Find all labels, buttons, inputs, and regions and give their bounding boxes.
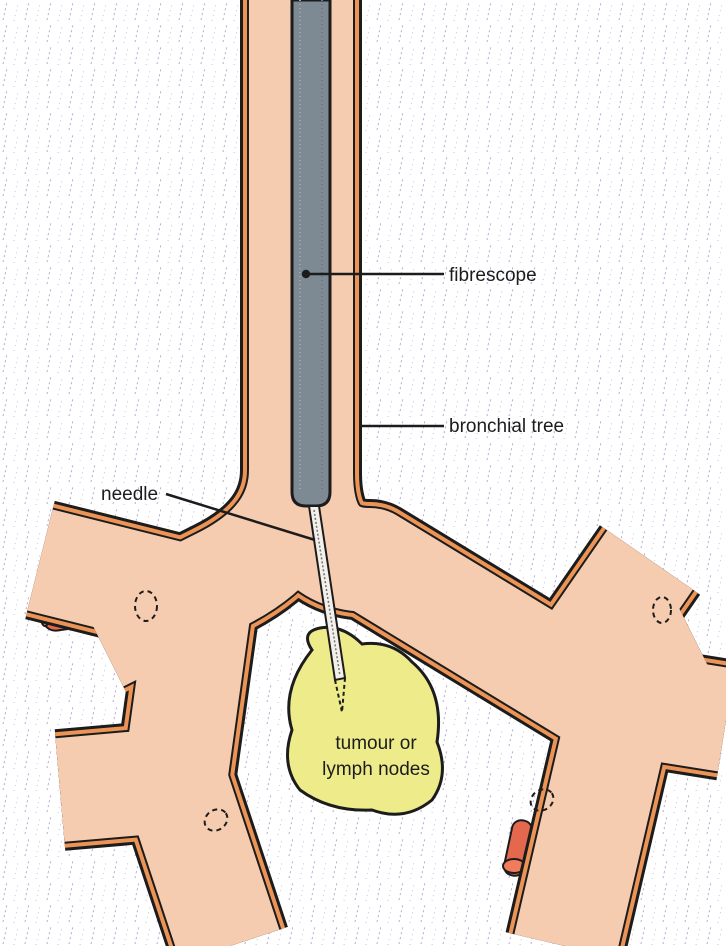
fibrescope xyxy=(292,0,330,506)
label-tumour-line2: lymph nodes xyxy=(322,759,430,780)
label-fibrescope: fibrescope xyxy=(449,265,537,286)
label-needle: needle xyxy=(101,484,158,505)
label-bronchial-tree: bronchial tree xyxy=(449,416,564,437)
label-tumour-line1: tumour or xyxy=(335,733,417,754)
